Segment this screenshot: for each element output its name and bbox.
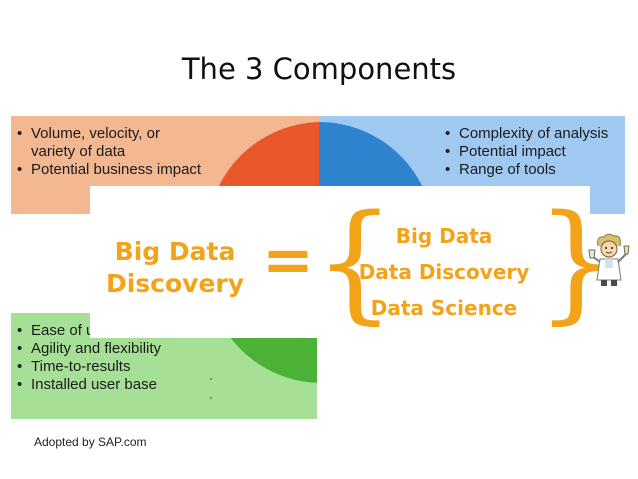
decorative-dot: [210, 397, 212, 399]
bullet-item: Time-to-results: [17, 358, 217, 376]
component-data-science: Data Science: [370, 296, 518, 320]
bullet-item: Installed user base: [17, 376, 217, 394]
equation-panel: Big Data Discovery = { Big Data Data Dis…: [90, 186, 617, 338]
component-big-data: Big Data: [395, 224, 493, 248]
lhs-line-2: Discovery: [105, 269, 245, 298]
decorative-dot: [210, 378, 212, 380]
components-list: Big Data Data Discovery Data Science: [348, 218, 540, 326]
bullet-item: Potential impact: [445, 143, 620, 161]
bullet-item: Complexity of analysis: [445, 125, 620, 143]
bullet-item: Volume, velocity, or variety of data: [17, 125, 207, 161]
scientist-cartoon-icon: [588, 233, 630, 286]
volume-bullet-list: Volume, velocity, or variety of data Pot…: [17, 125, 207, 179]
slide-title: The 3 Components: [181, 52, 457, 86]
bullet-item: Agility and flexibility: [17, 340, 217, 358]
big-data-discovery-label: Big Data Discovery: [90, 236, 260, 300]
open-brace: {: [314, 188, 396, 337]
bullet-item: Potential business impact: [17, 161, 207, 179]
source-footer: Adopted by SAP.com: [34, 435, 147, 449]
quadrant-volume: Volume, velocity, or variety of data Pot…: [11, 116, 319, 214]
equals-sign: =: [262, 223, 314, 296]
complexity-bullet-list: Complexity of analysis Potential impact …: [445, 125, 620, 179]
component-data-discovery: Data Discovery: [358, 260, 530, 284]
bullet-item: Range of tools: [445, 161, 620, 179]
lhs-line-1: Big Data: [114, 237, 236, 266]
ease-bullet-list: Ease of u Agility and flexibility Time-t…: [17, 322, 217, 394]
bullet-item: Ease of u: [17, 322, 217, 340]
